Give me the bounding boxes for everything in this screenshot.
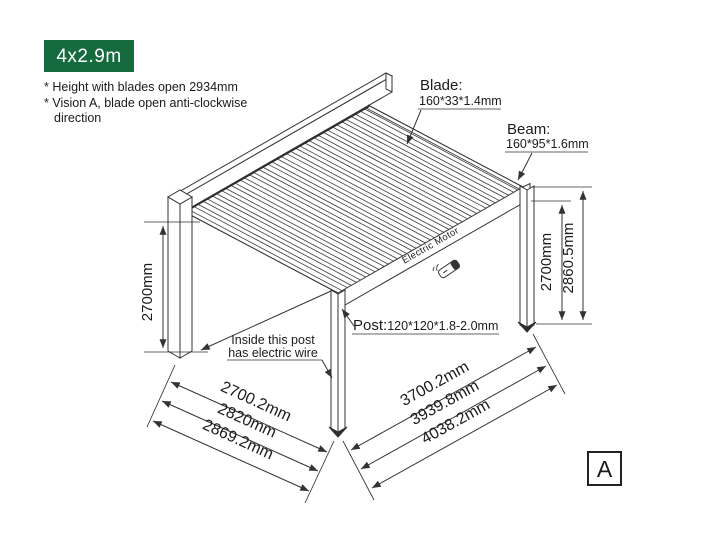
roof-right-edge-inner bbox=[364, 107, 521, 190]
blade-end-strip bbox=[183, 104, 370, 214]
wire-note-line2: has electric wire bbox=[228, 346, 318, 360]
dim-depth-3 bbox=[152, 420, 310, 492]
front-post-base-plate bbox=[328, 426, 348, 438]
roof-left-edge bbox=[182, 210, 339, 294]
size-badge bbox=[44, 40, 134, 72]
beam-callout-title: Beam: bbox=[507, 121, 550, 138]
size-badge-label: 4x2.9m bbox=[56, 46, 121, 67]
wire-note-leader-front bbox=[321, 359, 333, 379]
wire-note-line1: Inside this post bbox=[231, 333, 315, 347]
dim-label-right-height-outer: 2860.5mm bbox=[560, 223, 577, 294]
wire-note-leader-left bbox=[200, 290, 332, 351]
dim-label-left-height: 2700mm bbox=[139, 263, 156, 321]
blade-callout-title: Blade: bbox=[420, 77, 463, 94]
blade-leader bbox=[406, 109, 422, 145]
dim-label-right-height-inner: 2700mm bbox=[538, 233, 555, 291]
right-post bbox=[517, 185, 537, 333]
beam-callout-spec: 160*95*1.6mm bbox=[506, 137, 589, 151]
front-post bbox=[328, 289, 348, 438]
pergola-structure: Electric Motor bbox=[167, 72, 537, 438]
beam-leader bbox=[517, 152, 533, 181]
louver-blades bbox=[182, 104, 524, 294]
blade-callout-spec: 160*33*1.4mm bbox=[419, 94, 502, 108]
right-post-base-plate bbox=[517, 321, 537, 333]
note-vision-cont: direction bbox=[54, 111, 101, 125]
dim-width-3 bbox=[371, 384, 558, 489]
note-height: * Height with blades open 2934mm bbox=[44, 80, 238, 94]
post-leader bbox=[341, 308, 355, 327]
remote-control-icon bbox=[432, 259, 460, 279]
view-marker-label: A bbox=[597, 456, 613, 482]
note-vision: * Vision A, blade open anti-clockwise bbox=[44, 96, 247, 110]
dimension-lines bbox=[144, 108, 592, 504]
header: 4x2.9m * Height with blades open 2934mm … bbox=[44, 40, 247, 125]
post-callout: Post:120*120*1.8-2.0mm bbox=[353, 317, 498, 334]
view-marker-box: A bbox=[587, 451, 622, 486]
roof-right-edge-outer bbox=[367, 104, 524, 188]
left-post bbox=[167, 189, 193, 359]
